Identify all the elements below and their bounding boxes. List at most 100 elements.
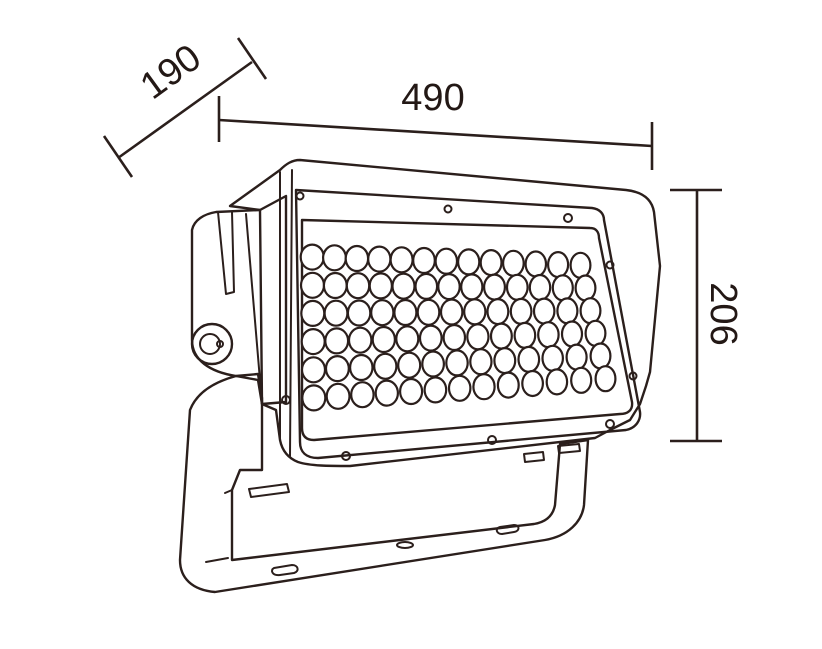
led-panel xyxy=(300,218,634,442)
led-lens xyxy=(324,327,350,355)
led-lens xyxy=(447,374,472,402)
front-bezel xyxy=(294,188,642,460)
led-lens xyxy=(569,251,592,279)
led-lens xyxy=(486,298,510,326)
led-lens xyxy=(325,382,351,410)
led-lens xyxy=(579,297,602,325)
screw-icon xyxy=(281,395,291,405)
led-lens xyxy=(412,246,436,275)
depth-dimension: 190 xyxy=(102,37,268,178)
height-dimension: 206 xyxy=(670,188,744,443)
led-lens xyxy=(347,326,373,354)
screw-icon xyxy=(628,371,638,381)
mounting-slot xyxy=(271,564,299,577)
led-lens xyxy=(541,344,564,372)
led-lens xyxy=(300,356,327,384)
led-lens xyxy=(414,272,439,300)
screw-icon xyxy=(605,419,615,429)
screw-icon xyxy=(341,451,351,461)
led-lens xyxy=(479,249,503,277)
led-lens xyxy=(345,272,371,300)
led-lens xyxy=(350,381,375,409)
led-lens xyxy=(560,320,584,348)
width-dimension-line xyxy=(218,118,653,148)
led-lens xyxy=(395,325,420,353)
screw-icon xyxy=(443,204,453,214)
led-lens xyxy=(300,299,326,327)
led-lens xyxy=(589,342,612,370)
depth-label: 190 xyxy=(133,37,209,108)
led-lens xyxy=(423,376,448,404)
led-lens xyxy=(371,325,396,354)
led-lens xyxy=(368,272,393,300)
led-lens xyxy=(389,246,414,274)
led-lens xyxy=(370,299,395,327)
led-lens xyxy=(374,379,399,407)
led-lens xyxy=(509,297,533,325)
led-lens xyxy=(513,321,537,349)
led-lens xyxy=(439,298,464,326)
led-lens xyxy=(416,298,441,326)
led-lens xyxy=(418,324,443,352)
led-lens xyxy=(528,273,552,302)
led-lens xyxy=(348,353,374,382)
led-lens xyxy=(324,355,350,383)
led-lens xyxy=(393,298,418,327)
led-lens xyxy=(546,251,570,279)
led-lens xyxy=(505,273,529,301)
led-lens xyxy=(574,274,597,302)
led-lens xyxy=(442,323,467,352)
mounting-bracket xyxy=(178,372,590,594)
led-lens xyxy=(466,323,490,351)
led-lens xyxy=(299,243,325,271)
led-lens xyxy=(463,298,487,326)
screw-icon xyxy=(295,191,305,201)
depth-extension-left xyxy=(102,135,134,178)
led-lens xyxy=(524,250,548,278)
led-lens xyxy=(421,350,446,378)
led-lens xyxy=(457,248,481,276)
led-lens xyxy=(584,319,607,347)
led-lens xyxy=(322,271,348,300)
housing xyxy=(228,158,662,468)
led-grid xyxy=(299,243,617,412)
led-lens xyxy=(373,352,398,380)
depth-extension-right xyxy=(236,37,268,80)
led-lens xyxy=(344,244,370,273)
screw-icon xyxy=(605,260,615,270)
led-lens xyxy=(437,273,461,301)
led-lens xyxy=(367,245,392,273)
led-lens xyxy=(594,365,617,393)
led-lens xyxy=(472,373,496,401)
led-lens xyxy=(489,322,513,350)
led-lens xyxy=(445,349,469,377)
screw-icon xyxy=(487,435,497,445)
led-lens xyxy=(570,366,593,394)
led-lens xyxy=(397,351,422,379)
led-lens xyxy=(565,343,588,371)
led-lens xyxy=(460,273,484,301)
mounting-slot xyxy=(495,524,520,535)
led-lens xyxy=(469,348,493,376)
led-lens xyxy=(521,369,544,398)
pivot-knob xyxy=(190,322,234,366)
led-lens xyxy=(483,273,507,301)
pivot-arm xyxy=(190,194,288,406)
led-lens xyxy=(323,299,349,327)
led-lens xyxy=(517,345,541,373)
led-lens xyxy=(322,244,348,272)
width-label: 490 xyxy=(401,77,464,119)
mounting-hole xyxy=(396,541,414,549)
width-dimension: 490 xyxy=(217,77,654,170)
led-lens xyxy=(532,297,556,325)
led-lens xyxy=(300,328,326,356)
height-label: 206 xyxy=(702,282,744,345)
led-lens xyxy=(545,368,569,396)
led-lens xyxy=(496,371,520,399)
screw-icon xyxy=(563,213,573,223)
led-lens xyxy=(537,321,560,349)
pivot-bolt-icon xyxy=(199,333,221,355)
led-lens xyxy=(551,274,574,302)
led-lens xyxy=(391,272,416,300)
